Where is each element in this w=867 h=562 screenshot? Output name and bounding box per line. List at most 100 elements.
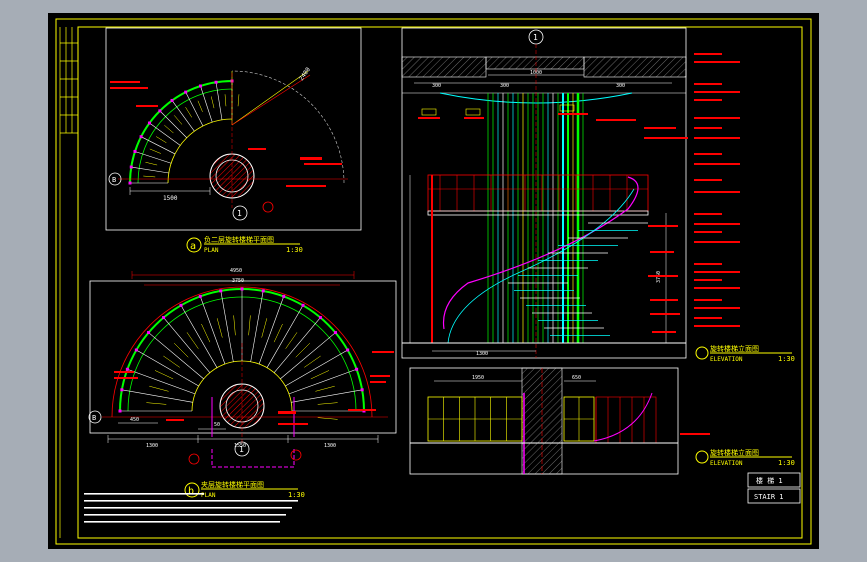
elevation-2[interactable]: 1950 650 旋转楼梯立面图 ELEVATION 1:30 [409, 367, 795, 475]
plan-b-tread-arrow [273, 323, 283, 343]
plan-a-tread [159, 110, 187, 138]
elevation-1[interactable]: 300 300 1000 300 1 3750 1300 旋转楼梯立面图 [401, 27, 795, 363]
plan-b-tread [199, 296, 226, 365]
right-note-line [694, 191, 740, 193]
right-note-line [694, 287, 740, 289]
plan-a-tread-arrow [197, 100, 203, 112]
plan-b-section-mark-right [290, 449, 302, 461]
elev-2-title-cn: 旋转楼梯立面图 [710, 448, 759, 457]
right-note-line [694, 179, 722, 181]
plan-b-tread-arrow [315, 385, 335, 392]
elev-1-note-line [648, 275, 678, 277]
right-note-line [694, 317, 722, 319]
right-note-line [694, 231, 722, 233]
plan-a-tread-arrow [210, 96, 215, 109]
right-note-line [694, 271, 740, 273]
plan-a-tread-arrow [145, 161, 158, 166]
right-note-line [694, 61, 740, 63]
plan-b-tread [266, 305, 304, 368]
elev-1-dim-1300: 1300 [476, 351, 488, 357]
plan-a-frame [105, 27, 362, 231]
plan-b-tread-arrow [304, 355, 321, 368]
plan-a-tread-arrow [143, 175, 156, 178]
plan-a-baluster [128, 181, 132, 185]
plan-b-dim-1300b: 1300 [324, 443, 336, 449]
general-note-line [84, 514, 286, 516]
plan-a-axis-bubble [108, 172, 122, 186]
elev-1-note-line [644, 127, 676, 129]
plan-a-baluster [129, 165, 133, 169]
right-note-line [694, 83, 722, 85]
plan-a-baluster [198, 84, 202, 88]
plan-a-baluster [214, 80, 218, 84]
plan-b-baluster [261, 289, 265, 293]
right-note-line [694, 307, 740, 309]
right-note-line [694, 137, 740, 139]
plan-a[interactable]: 1500 2400 B 1 a 负二层旋转楼梯平面图 PLAN 1:30 [105, 27, 362, 254]
title-block-sheet: STAIR 1 [754, 493, 784, 501]
plan-b-dim-3750: 3750 [232, 278, 244, 284]
elev-1-grid-label: 1 [533, 33, 538, 42]
plan-a-dashed-arc [231, 70, 345, 184]
right-note-line [694, 213, 722, 215]
plan-b-title-marker [184, 482, 200, 498]
plan-a-marker: a [190, 241, 196, 252]
plan-b-tread-arrow [233, 315, 236, 336]
plan-b-tread [250, 290, 264, 362]
plan-a-dim-1500: 1500 [163, 195, 178, 202]
plan-a-tread [200, 85, 213, 123]
elev-1-notes [418, 113, 688, 333]
plan-b-dim-50: 50 [214, 422, 220, 428]
plan-b-tread-arrow [285, 332, 298, 349]
elev-1-note-line [596, 119, 636, 121]
plan-a-baluster [158, 109, 162, 113]
outer-frame [55, 18, 812, 545]
title-block[interactable]: 楼 梯 1 STAIR 1 [747, 472, 801, 504]
elev-2-window-grid [427, 396, 657, 444]
plan-b-tread [285, 349, 348, 387]
plan-b-tread-arrow [149, 385, 169, 392]
elev-1-note-line [648, 225, 678, 227]
plan-a-title-cn: 负二层旋转楼梯平面图 [204, 235, 274, 244]
plan-a-tread [215, 82, 223, 120]
elev-1-slab-left [401, 56, 487, 78]
plan-a-tread [149, 122, 181, 146]
elev-1-title-cn: 旋转楼梯立面图 [710, 344, 759, 353]
plan-b-grid-bubble [234, 441, 250, 457]
elev-1-dim-300a: 300 [432, 83, 441, 89]
plan-b-baluster [360, 388, 364, 392]
plan-a-tread-arrow [224, 94, 227, 107]
plan-b-tread-arrow [154, 370, 174, 380]
plan-b-treads [118, 287, 366, 420]
plan-b-tread [280, 332, 336, 380]
elev-1-beam [485, 56, 585, 70]
elev-1-note-line [558, 113, 588, 115]
plan-b-tread [273, 317, 321, 373]
plan-a-tread-arrow [149, 148, 161, 154]
elev-1-balusters [428, 175, 648, 211]
plan-b-tread [127, 368, 196, 395]
plan-a-tread [185, 91, 204, 127]
drawing-viewport[interactable]: 1500 2400 B 1 a 负二层旋转楼梯平面图 PLAN 1:30 [48, 13, 819, 549]
elev-1-spiral-rail-a [442, 176, 639, 330]
plan-a-notes [110, 81, 342, 187]
plan-a-tread [134, 151, 172, 164]
right-note-line [694, 153, 722, 155]
plan-b-baluster [318, 316, 322, 320]
plan-a-baluster [133, 149, 137, 153]
plan-a-baluster [170, 98, 174, 102]
elev-1-column-lines [487, 93, 584, 343]
plan-a-baluster [184, 90, 188, 94]
elev-1-note-tags [421, 104, 575, 116]
plan-a-tread-arrow [185, 106, 192, 118]
plan-a-tread-arrow [164, 125, 174, 134]
plan-b-tread-arrow [295, 342, 311, 358]
plan-b-notes [114, 351, 394, 425]
elev-1-scale: 1:30 [778, 355, 795, 363]
plan-a-leader [231, 74, 311, 126]
elev-2-dim-650: 650 [572, 375, 581, 381]
cad-drawing: 1500 2400 B 1 a 负二层旋转楼梯平面图 PLAN 1:30 [55, 18, 812, 545]
general-note-line [84, 521, 280, 523]
plan-b[interactable]: 4950 3750 1300 1550 1300 450 50 B 1 [88, 268, 397, 499]
plan-b-tread-arrow [317, 417, 338, 420]
